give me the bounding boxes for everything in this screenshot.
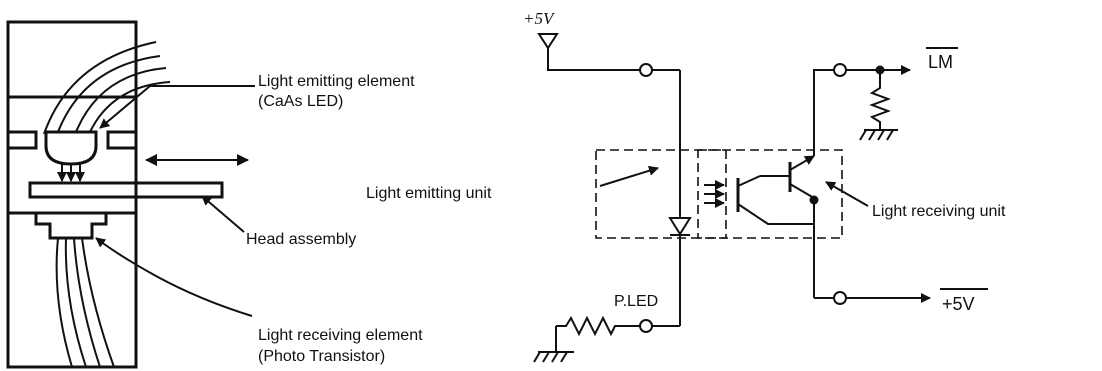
leader-emitting-element [99,85,255,129]
label-receiving-element-2: (Photo Transistor) [258,348,385,365]
led-dome [44,130,98,166]
upper-shoulder-right [106,130,136,150]
upper-cables [43,41,171,135]
head-assembly-bar [28,181,224,199]
ground-left [533,351,574,363]
photointerrupter-outline [595,149,843,239]
sensor-mechanism [6,20,255,369]
photo-transistor-block [34,213,108,240]
slot-gap-outline [697,149,727,239]
leader-emitting-unit [599,165,659,187]
emitter-junction [809,195,819,205]
label-5v-out: +5V [942,294,975,314]
leader-receiving-element [95,237,253,317]
label-emitting-element-2: (CaAs LED) [258,93,343,110]
light-rays [57,164,85,182]
ground-right [859,129,898,141]
label-supply-top: +5V [523,9,556,28]
leader-head-assembly [201,195,245,233]
lower-cables [55,237,115,368]
led-resistor [556,315,640,337]
label-emitting-unit: Light emitting unit [366,185,492,202]
terminal-5v-out [833,291,847,305]
terminal-supply [639,63,653,77]
terminal-p-led [639,319,653,333]
output-transistor [760,155,815,199]
led-diode [668,217,692,236]
collector-wire [813,69,834,156]
phototransistor [736,175,814,225]
circuit-schematic [533,33,988,363]
supply-wire [547,48,640,71]
label-p-led: P.LED [614,293,658,310]
label-receiving-unit: Light receiving unit [872,203,1006,220]
label-receiving-element-1: Light receiving element [258,327,423,344]
upper-shoulder-left [8,130,38,150]
terminal-lm [833,63,847,77]
gap-light-arrows [704,180,725,208]
label-emitting-element-1: Light emitting element [258,73,415,90]
label-lm: LM [928,52,953,72]
leader-receiving-unit [825,181,869,207]
lm-resistor [869,70,891,130]
label-head-assembly: Head assembly [246,231,356,248]
supply-triangle [537,33,559,50]
